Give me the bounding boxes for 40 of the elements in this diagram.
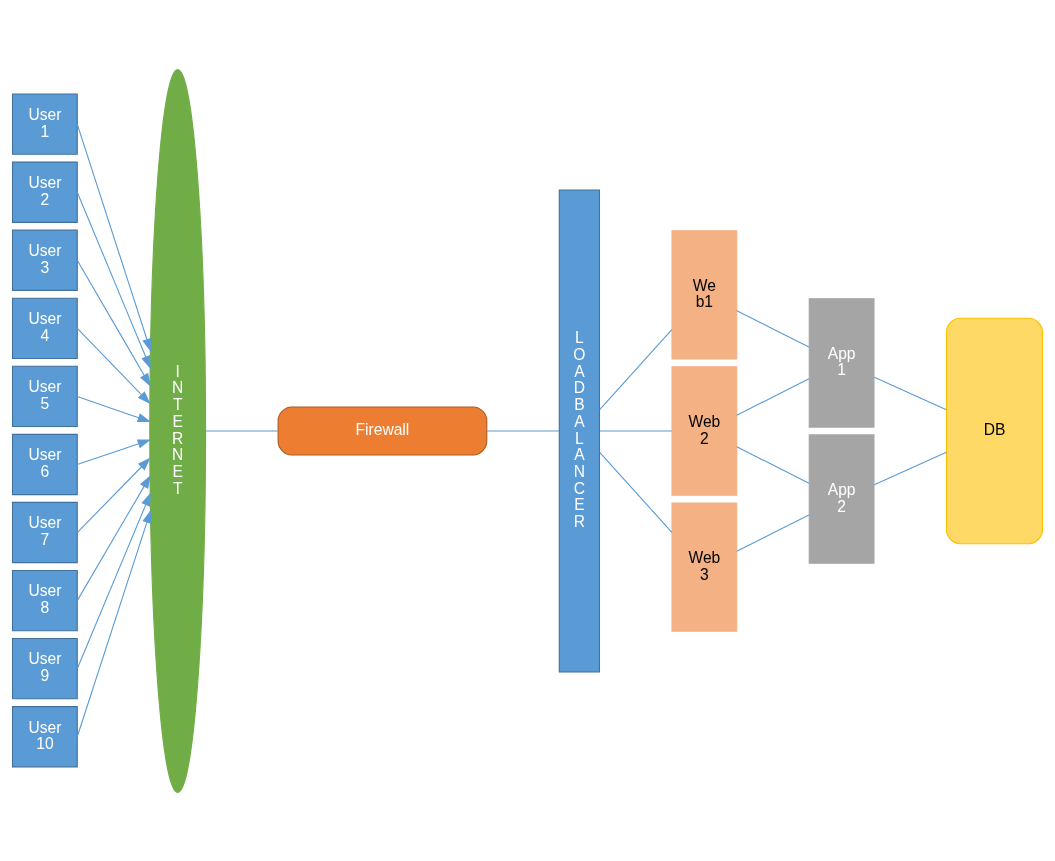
node-box: App 1 <box>808 297 875 428</box>
arrow <box>76 474 151 601</box>
connector <box>205 429 279 432</box>
node-box: User 4 <box>11 297 78 359</box>
node-box: User 2 <box>11 161 78 223</box>
arrow <box>76 492 151 669</box>
arrow <box>76 259 151 387</box>
node-box: We b1 <box>671 229 738 360</box>
node-box: User 10 <box>11 705 78 767</box>
arrow <box>76 457 151 533</box>
arrow <box>76 395 152 422</box>
connector <box>736 513 810 552</box>
node-box: User 7 <box>11 501 78 563</box>
connector <box>736 445 810 484</box>
node-box: User 6 <box>11 433 78 495</box>
connector <box>736 377 810 416</box>
connector <box>873 451 947 485</box>
node-box: App 2 <box>808 433 875 564</box>
connector <box>599 451 673 533</box>
connector <box>873 376 947 410</box>
arrow <box>76 191 151 369</box>
arrow <box>76 509 152 737</box>
arrow <box>76 438 152 465</box>
arrow <box>76 327 151 404</box>
node-ellipse: I N T E R N E T <box>149 68 207 793</box>
node-box: Firewall <box>277 405 488 456</box>
connector <box>599 429 673 432</box>
connector <box>599 328 673 410</box>
connector <box>486 429 560 432</box>
node-box: User 5 <box>11 365 78 427</box>
node-box: User 8 <box>11 569 78 631</box>
node-box: DB <box>945 317 1044 544</box>
node-box: User 3 <box>11 229 78 291</box>
node-box: Web 2 <box>671 365 738 496</box>
node-box: User 9 <box>11 637 78 699</box>
node-box: Web 3 <box>671 501 738 632</box>
connector <box>736 309 810 348</box>
node-box: L O A D B A L A N C E R <box>558 188 601 673</box>
arrow <box>76 123 152 352</box>
node-box: User 1 <box>11 92 78 155</box>
